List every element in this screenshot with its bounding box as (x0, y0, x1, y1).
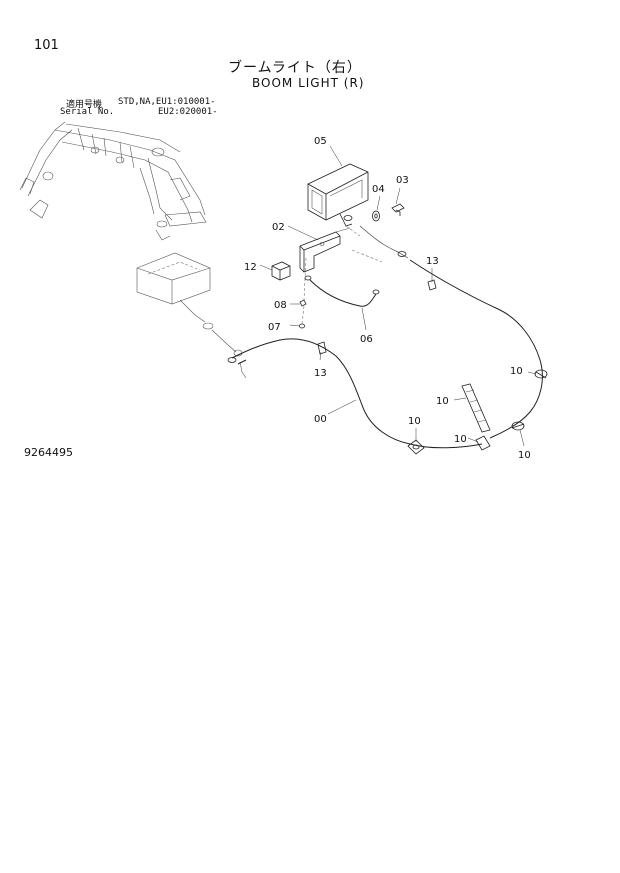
boom-lamp-part-05 (307, 163, 369, 227)
main-harness-part-00 (227, 259, 543, 449)
lamp-harness-part-06 (304, 275, 380, 307)
bracket-part-02 (299, 227, 351, 273)
callout-12: 12 (244, 262, 257, 273)
callout-10-a: 10 (510, 366, 523, 377)
callout-02: 02 (272, 222, 285, 233)
screw-part-07 (299, 323, 305, 329)
callout-13-lower: 13 (314, 368, 327, 379)
clamp-part-10-d (407, 439, 425, 455)
serial-range-1: STD,NA,EU1:010001- (118, 97, 216, 107)
document-number: 9264495 (24, 446, 73, 459)
callout-13-upper: 13 (426, 256, 439, 267)
clip-part-13-lower (317, 341, 327, 355)
clamp-part-10-c (511, 421, 525, 431)
callout-03: 03 (396, 175, 409, 186)
reference-lamp-ghost (136, 252, 247, 379)
nut-part-08 (299, 299, 307, 307)
page-title-english: BOOM LIGHT (R) (252, 76, 365, 90)
callout-10-b: 10 (436, 396, 449, 407)
callout-10-e: 10 (454, 434, 467, 445)
callout-06: 06 (360, 334, 373, 345)
callout-07: 07 (268, 322, 281, 333)
serial-label-japanese: 適用号機 (66, 100, 103, 110)
callout-10-c: 10 (518, 450, 531, 461)
washer-part-04 (372, 210, 380, 222)
clamp-part-10-b (461, 383, 491, 433)
grommet-part-12 (271, 261, 291, 281)
callout-05: 05 (314, 136, 327, 147)
clamp-part-10-a (534, 369, 548, 379)
clamp-part-10-e (475, 435, 491, 451)
serial-range-2: EU2:020001- (158, 107, 218, 117)
page-number: 101 (34, 38, 59, 53)
callout-00: 00 (314, 414, 327, 425)
callout-04: 04 (372, 184, 385, 195)
serial-label-english: Serial No. (60, 107, 115, 117)
page-title-japanese: ブームライト（右） (228, 60, 362, 76)
excavator-boom-thumbnail (19, 121, 207, 241)
callout-10-d: 10 (408, 416, 421, 427)
bolt-part-03 (391, 203, 405, 216)
callout-08: 08 (274, 300, 287, 311)
